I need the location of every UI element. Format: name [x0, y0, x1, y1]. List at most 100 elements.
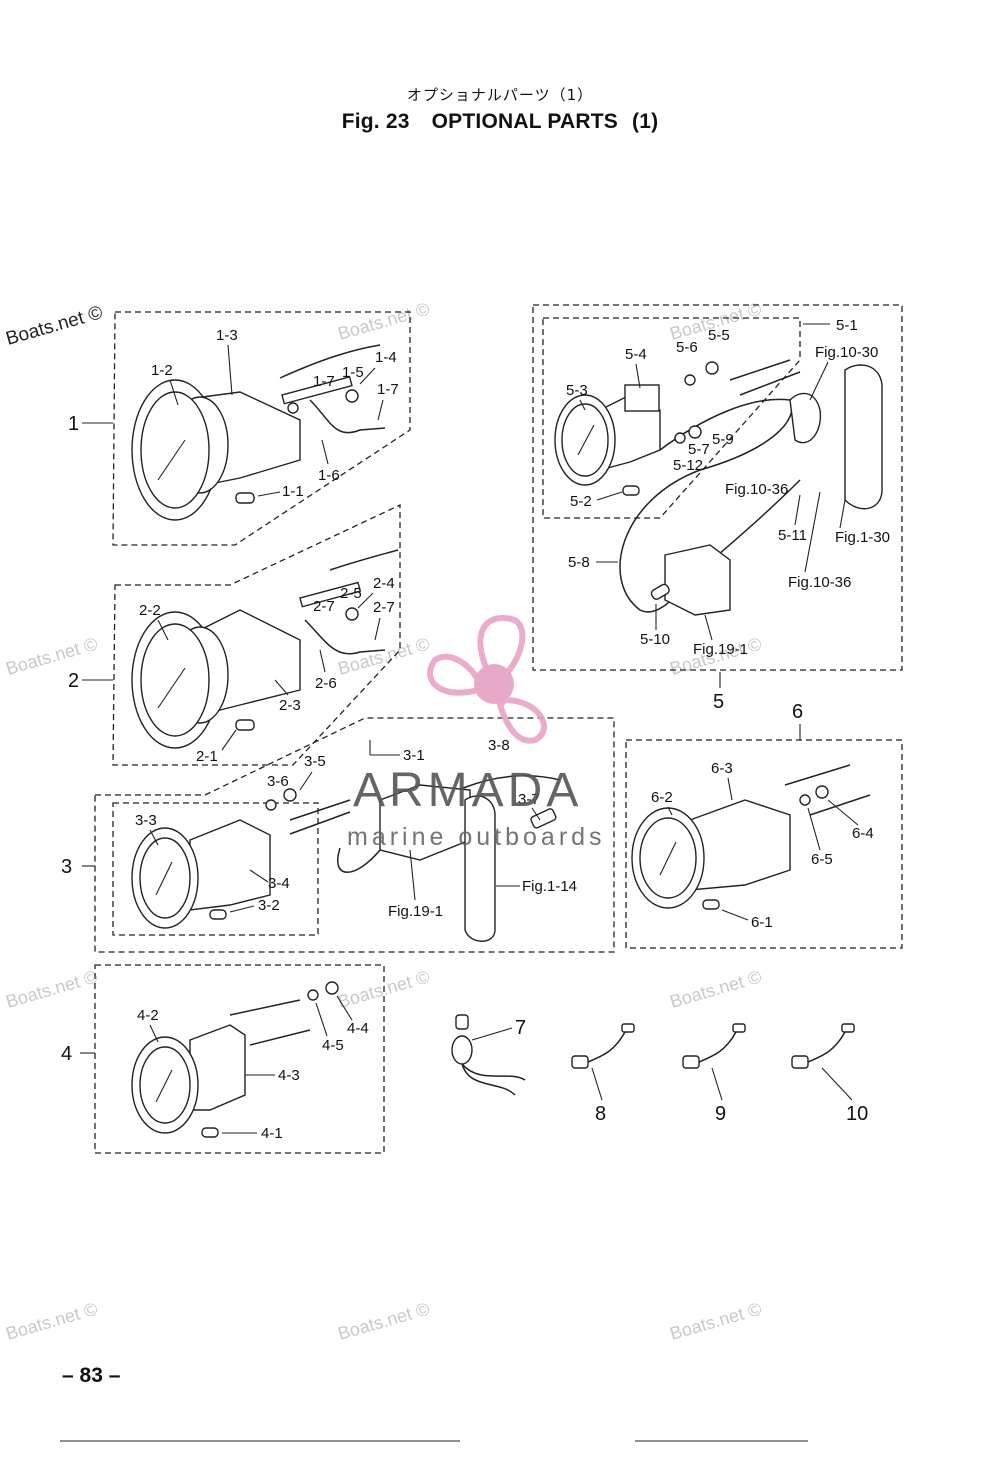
part-label: 2-4: [373, 575, 395, 592]
group-4-number: 4: [61, 1043, 72, 1065]
gauge-face: [561, 403, 609, 477]
watermark-dark: Boats.net ©: [4, 302, 105, 350]
watermark: Boats.net ©: [4, 634, 100, 679]
group-6: 6 6-3 6-2 6-4 6-5 6-1: [625, 701, 903, 949]
terminal: [841, 1023, 855, 1033]
part-label: 1-7: [313, 373, 335, 390]
part-label: 1-1: [282, 483, 304, 500]
sender-block: [624, 384, 660, 412]
wire: [281, 376, 353, 405]
washer: [265, 799, 277, 811]
figure-name: OPTIONAL PARTS: [431, 110, 619, 133]
wire: [229, 999, 311, 1046]
group-1-number: 1: [68, 413, 79, 435]
gauge-face: [139, 837, 191, 919]
group-3-number: 3: [61, 856, 72, 878]
part-label: 1-4: [375, 349, 397, 366]
bracket: [789, 392, 822, 444]
wire: [309, 399, 386, 434]
lead-wire: [807, 1031, 846, 1063]
cylinder-block: [464, 795, 496, 942]
part-label: 3-1: [403, 747, 425, 764]
part-label: 5-5: [708, 327, 730, 344]
nut: [325, 981, 339, 995]
nut: [345, 607, 359, 621]
part-label: 3-8: [488, 737, 510, 754]
group-5-number: 5: [713, 691, 724, 713]
watermark: Boats.net ©: [4, 1299, 100, 1344]
nut: [283, 788, 297, 802]
part-label: 1-6: [318, 467, 340, 484]
propeller-blade-icon: [477, 615, 526, 684]
part-label: 5-3: [566, 382, 588, 399]
group-2-number: 2: [68, 670, 79, 692]
ref-label: Fig.1-30: [835, 529, 890, 546]
terminal: [732, 1023, 746, 1033]
group-5: 5-1 5-4 5-6 5-5 5-3 5-7 5-9 5-12: [532, 304, 903, 713]
group-3-box: [94, 717, 615, 953]
group-9-number: 9: [715, 1103, 726, 1125]
ref-label: Fig.10-36: [788, 574, 851, 591]
part-label: 3-7: [518, 791, 540, 808]
group-6-box: [625, 739, 903, 949]
bulb: [235, 719, 255, 731]
bulb: [209, 909, 227, 920]
group-3: 3 3-3 3-6 3-5 3-1 3-8 3-7 3-4: [61, 717, 615, 953]
part-label: 5-10: [640, 631, 670, 648]
switch-wire: [461, 1063, 526, 1096]
clip: [287, 402, 299, 414]
part-label: 3-2: [258, 897, 280, 914]
bulb: [201, 1127, 219, 1138]
figure-suffix: (1): [632, 110, 659, 133]
part-label: 1-3: [216, 327, 238, 344]
wire: [784, 764, 871, 816]
group-4-box: [94, 964, 385, 1154]
part-label: 4-3: [278, 1067, 300, 1084]
engine-plate: [844, 364, 883, 510]
ref-label: Fig.1-14: [522, 878, 577, 895]
bolt: [688, 425, 702, 439]
part-label: 5-7: [688, 441, 710, 458]
watermark: Boats.net ©: [336, 1299, 432, 1344]
gauge-face: [140, 391, 210, 509]
lead-wire: [587, 1031, 626, 1063]
gauge-housing: [689, 799, 791, 891]
page-number: – 83 –: [62, 1364, 121, 1387]
part-label: 2-5: [340, 585, 362, 602]
group-1-box: [112, 311, 411, 546]
switch-body: [451, 1035, 473, 1065]
part-label: 6-2: [651, 789, 673, 806]
ref-label: Fig.10-30: [815, 344, 878, 361]
part-label: 5-8: [568, 554, 590, 571]
brand-name: ARMADA: [353, 764, 582, 817]
part-label: 6-1: [751, 914, 773, 931]
watermark: Boats.net ©: [336, 634, 432, 679]
part-label: 2-2: [139, 602, 161, 619]
part-label: 3-5: [304, 753, 326, 770]
washer: [684, 374, 696, 386]
group-9: 9: [682, 1023, 746, 1125]
group-8: 8: [571, 1023, 635, 1125]
part-label: 5-11: [778, 527, 807, 544]
nut: [345, 389, 359, 403]
wire: [289, 799, 351, 835]
sensor: [530, 808, 557, 829]
group-3-inner-box: [112, 802, 319, 936]
part-label: 5-4: [625, 346, 647, 363]
group-10: 10: [791, 1023, 868, 1125]
part-label: 2-7: [313, 598, 335, 615]
washer: [307, 989, 319, 1001]
wire: [279, 344, 381, 379]
wire: [729, 359, 801, 396]
nut: [705, 361, 719, 375]
watermark: Boats.net ©: [668, 967, 764, 1012]
part-label: 2-7: [373, 599, 395, 616]
part-label: 1-5: [342, 364, 364, 381]
part-label: 6-3: [711, 760, 733, 777]
connector: [791, 1055, 809, 1069]
group-1: 1 1-3 1-2 1-4 1-5 1-7 1-7 1-6: [68, 311, 411, 546]
gauge-housing: [189, 1024, 246, 1111]
wire: [304, 619, 386, 655]
part-label: 5-12: [673, 457, 703, 474]
